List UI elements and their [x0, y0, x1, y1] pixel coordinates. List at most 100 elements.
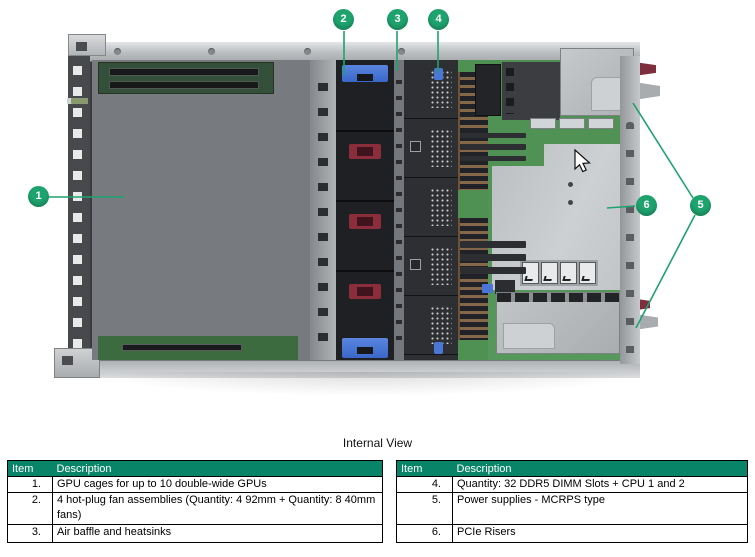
callout-1: 1	[28, 186, 49, 207]
air-baffle	[404, 60, 458, 360]
pcie-riser-slot	[588, 118, 614, 129]
chassis-shadow	[86, 372, 646, 396]
gpu-stack	[71, 96, 304, 336]
baffle-clip-blue-bottom	[434, 342, 443, 354]
fan-label-strip	[520, 260, 598, 286]
legend-header-row: Item Description	[7, 460, 383, 477]
callout-2: 2	[333, 9, 354, 30]
rail-screw	[398, 48, 405, 55]
item-description: Power supplies - MCRPS type	[452, 492, 748, 525]
baffle-window	[410, 141, 421, 152]
ear-slot	[62, 356, 73, 365]
fan-latch-red	[349, 284, 381, 299]
item-number: 5.	[396, 492, 453, 525]
item-number: 1.	[7, 476, 53, 493]
server-chassis	[54, 34, 660, 378]
item-description: Quantity: 32 DDR5 DIMM Slots + CPU 1 and…	[452, 476, 748, 493]
dimm-guide-dots	[430, 129, 452, 167]
riser-cage-dark	[502, 62, 560, 120]
chassis-bottom-rail	[68, 360, 640, 378]
baffle-segment	[404, 296, 458, 355]
item-description: 4 hot-plug fan assemblies (Quantity: 4 9…	[52, 492, 383, 525]
fan-bay-separator	[336, 200, 394, 202]
baffle-segment	[404, 60, 458, 119]
figure-caption: Internal View	[342, 436, 413, 450]
chassis-left-wall	[68, 56, 90, 364]
table-row: 6. PCIe Risers	[396, 524, 748, 543]
pcie-riser-slots	[530, 118, 614, 129]
dimm-guide-dots	[430, 306, 452, 344]
callout-3: 3	[387, 9, 408, 30]
chassis-screw-holes	[73, 66, 82, 354]
item-number: 4.	[396, 476, 453, 493]
label-glyph	[543, 276, 553, 281]
board-connector-dark	[495, 280, 515, 294]
gpu-bracket-column	[310, 60, 336, 360]
col-header-item: Item	[7, 460, 53, 477]
cpu-heatsink	[475, 64, 501, 116]
bracket-slot-marks	[318, 66, 328, 354]
nvidia-logo-icon	[71, 98, 88, 104]
dimm-guide-dots	[430, 247, 452, 285]
item-description: GPU cages for up to 10 double-wide GPUs	[52, 476, 383, 493]
fan-latch-core	[357, 287, 373, 296]
rail-screw	[304, 48, 311, 55]
leader-line-5b	[635, 214, 696, 329]
col-header-description: Description	[452, 460, 748, 477]
label-glyph	[562, 276, 572, 281]
power-supply-bottom	[496, 292, 620, 354]
fan-diagram-label	[541, 262, 558, 284]
callout-6: 6	[636, 195, 657, 216]
callout-4: 4	[428, 9, 449, 30]
item-number: 6.	[396, 524, 453, 543]
board-connector-slot	[460, 267, 526, 274]
col-header-description: Description	[52, 460, 383, 477]
fan-latch-core	[357, 217, 373, 226]
baffle-segment	[404, 178, 458, 237]
riser-slot	[109, 81, 259, 89]
pcie-slot	[122, 344, 242, 351]
pcie-riser-slot	[559, 118, 585, 129]
handle-notch	[357, 74, 373, 81]
fan-cage-edge	[394, 60, 404, 360]
fan-edge-ticks	[396, 68, 402, 352]
fan-latch-red	[349, 144, 381, 159]
handle-notch	[357, 347, 373, 354]
board-connector-blue	[482, 284, 493, 293]
legend-table-right: Item Description 4. Quantity: 32 DDR5 DI…	[396, 460, 748, 543]
cage-slot-marks	[506, 68, 514, 114]
fan-bay	[336, 60, 394, 360]
psu-slot-row	[497, 293, 619, 302]
item-description: PCIe Risers	[452, 524, 748, 543]
wall-screw-holes	[626, 122, 634, 358]
table-row: 5. Power supplies - MCRPS type	[396, 492, 748, 525]
item-number: 2.	[7, 492, 53, 525]
table-row: 4. Quantity: 32 DDR5 DIMM Slots + CPU 1 …	[396, 476, 748, 493]
ear-slot	[76, 42, 87, 51]
legend-table-left: Item Description 1. GPU cages for up to …	[7, 460, 383, 543]
item-description: Air baffle and heatsinks	[52, 524, 383, 543]
fan-diagram-label	[560, 262, 577, 284]
item-number: 3.	[7, 524, 53, 543]
rail-screw	[114, 48, 121, 55]
fan-bay-separator	[336, 270, 394, 272]
legend-header-row: Item Description	[396, 460, 748, 477]
pcie-riser-slot	[530, 118, 556, 129]
fan-latch-core	[357, 147, 373, 156]
board-connector-slot	[460, 155, 526, 161]
psu-panel	[503, 323, 555, 349]
mb-slats-lower	[460, 238, 526, 290]
fan-handle-blue-top	[342, 65, 388, 82]
col-header-item: Item	[396, 460, 453, 477]
riser-slot	[109, 68, 259, 76]
legend-tables: Item Description 1. GPU cages for up to …	[7, 460, 748, 543]
table-row: 3. Air baffle and heatsinks	[7, 524, 383, 543]
baffle-clip-blue-top	[434, 68, 443, 80]
plate-screw	[568, 200, 573, 205]
chassis-ear-top-left	[68, 34, 106, 56]
baffle-segment	[404, 119, 458, 178]
table-row: 1. GPU cages for up to 10 double-wide GP…	[7, 476, 383, 493]
fan-diagram-label	[579, 262, 596, 284]
fan-latch-red	[349, 214, 381, 229]
